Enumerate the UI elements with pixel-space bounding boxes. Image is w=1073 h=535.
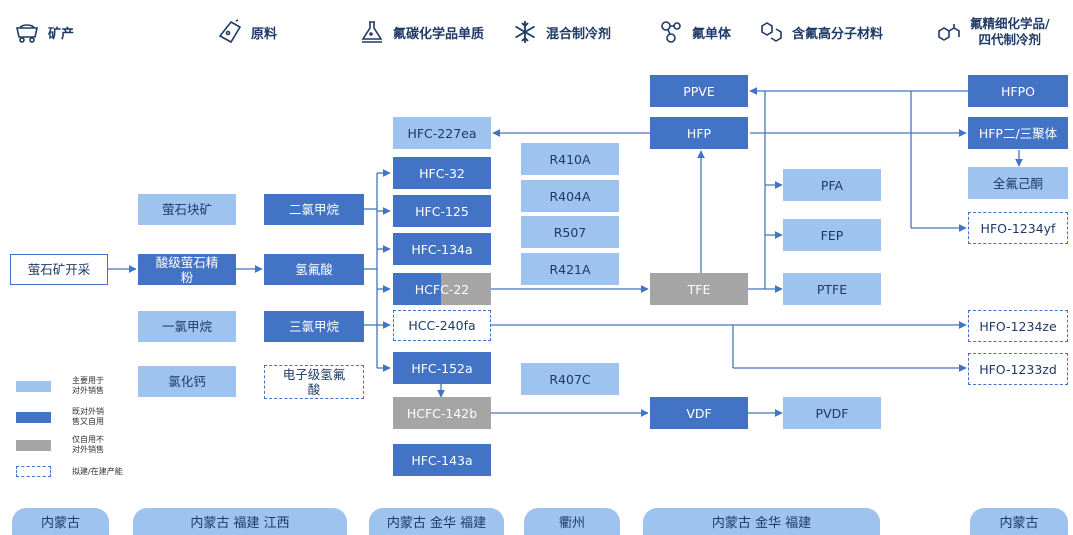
mine-cart-icon (16, 24, 38, 43)
node-hfp: HFP (650, 117, 748, 149)
node-r404a: R404A (521, 180, 619, 212)
legend-text: 主要用于 对外销售 (72, 376, 104, 396)
header-label: 氟单体 (692, 26, 732, 42)
region-pill: 内蒙古 金华 福建 (369, 508, 504, 535)
node-ppve: PPVE (650, 75, 748, 107)
node-hfc-227ea: HFC-227ea (393, 117, 491, 149)
node-hfo-1234ze: HFO-1234ze (968, 310, 1068, 342)
node-hfc-134a: HFC-134a (393, 233, 491, 265)
node-r410a: R410A (521, 143, 619, 175)
node-acid-grade-fluorite: 酸级萤石精 粉 (138, 254, 236, 285)
node-vdf: VDF (650, 397, 748, 429)
node-r507: R507 (521, 216, 619, 248)
legend-text: 仅自用不 对外销售 (72, 435, 104, 455)
node-hfo-1233zd: HFO-1233zd (968, 353, 1068, 385)
legend-swatch-dark (16, 412, 51, 423)
header-label-multiline: 氟精细化学品/ 四代制冷剂 (970, 16, 1050, 48)
node-dichloromethane: 二氯甲烷 (264, 194, 364, 225)
node-tfe: TFE (650, 273, 748, 305)
header-polymer: 含氟高分子材料 (758, 16, 883, 48)
legend-line: 对外销售 (72, 386, 104, 395)
node-fluorite-mining: 萤石矿开采 (10, 254, 108, 285)
legend-line: 仅自用不 (72, 435, 104, 444)
header-label: 原料 (251, 26, 278, 42)
node-label-line: 粉 (180, 269, 194, 285)
node-pvdf: PVDF (783, 397, 881, 429)
region-pill: 内蒙古 福建 江西 (133, 508, 347, 535)
flask-icon (218, 19, 242, 44)
node-hydrofluoric-acid: 氢氟酸 (264, 254, 364, 285)
header-element: 氟碳化学品单质 (359, 16, 484, 48)
region-pill: 内蒙古 (970, 508, 1068, 535)
node-ptfe: PTFE (783, 273, 881, 305)
node-label-line: 电子级氢氟 (282, 367, 346, 382)
node-fep: FEP (783, 219, 881, 251)
legend-line: 拟建/在建产能 (72, 467, 123, 476)
legend-line: 对外销售 (72, 445, 104, 454)
header-raw: 原料 (217, 16, 277, 48)
header-label: 矿产 (48, 26, 75, 42)
chemical-structure-icon (938, 24, 960, 41)
molecule-icon (661, 21, 681, 43)
legend-line: 售又自用 (72, 417, 104, 426)
header-mine: 矿产 (14, 16, 74, 48)
node-hfpo: HFPO (968, 75, 1068, 107)
header-label: 含氟高分子材料 (792, 26, 884, 42)
node-label-line: 酸级萤石精 (155, 254, 219, 270)
node-pfa: PFA (783, 169, 881, 201)
node-r421a: R421A (521, 253, 619, 285)
node-hcfc-22: HCFC-22 (393, 273, 491, 305)
header-label: 混合制冷剂 (546, 26, 612, 42)
header-mixed: 混合制冷剂 (512, 16, 611, 48)
legend-text: 拟建/在建产能 (72, 467, 123, 477)
node-hfo-1234yf: HFO-1234yf (968, 212, 1068, 244)
node-fluorite-lump: 萤石块矿 (138, 194, 236, 225)
node-hfc-143a: HFC-143a (393, 444, 491, 476)
header-label: 氟精细化学品/ (970, 16, 1050, 31)
header-monomer: 氟单体 (658, 16, 731, 48)
node-hcfc-142b: HCFC-142b (393, 397, 491, 429)
legend-line: 既对外销 (72, 407, 104, 416)
node-label-line: 酸 (307, 382, 321, 397)
legend-text: 既对外销 售又自用 (72, 407, 104, 427)
node-hfp-oligomer: HFP二/三聚体 (968, 117, 1068, 149)
node-calcium-chloride: 氯化钙 (138, 366, 236, 397)
header-label: 四代制冷剂 (978, 32, 1042, 47)
node-perfluorohexanone: 全氟己酮 (968, 167, 1068, 199)
region-pill: 衢州 (524, 508, 620, 535)
node-hfc-125: HFC-125 (393, 195, 491, 227)
legend-swatch-light (16, 381, 51, 392)
region-pill: 内蒙古 (12, 508, 109, 535)
node-hfc-152a: HFC-152a (393, 352, 491, 384)
region-pill: 内蒙古 金华 福建 (643, 508, 880, 535)
node-electronic-grade-hf: 电子级氢氟 酸 (264, 365, 364, 399)
legend-swatch-gray (16, 440, 51, 451)
polymer-icon (761, 22, 782, 42)
header-fine: 氟精细化学品/ 四代制冷剂 (936, 16, 1050, 48)
snowflake-icon (515, 21, 535, 43)
legend-swatch-dashed (16, 466, 51, 477)
node-hcc-240fa: HCC-240fa (393, 310, 491, 341)
legend-line: 主要用于 (72, 376, 104, 385)
node-monochloromethane: 一氯甲烷 (138, 311, 236, 342)
lab-bottle-icon (361, 21, 383, 43)
node-hfc-32: HFC-32 (393, 157, 491, 189)
header-label: 氟碳化学品单质 (393, 26, 485, 42)
node-r407c: R407C (521, 363, 619, 395)
node-trichloromethane: 三氯甲烷 (264, 311, 364, 342)
